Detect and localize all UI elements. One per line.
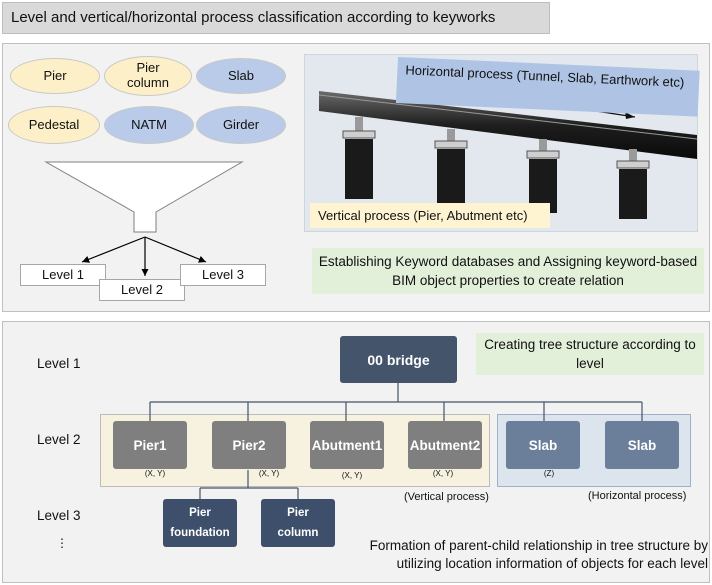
coord-abutment2: (X, Y): [432, 469, 454, 478]
parent-child-note: Formation of parent-child relationship i…: [369, 538, 708, 571]
keyword-pier: Pier: [10, 58, 100, 94]
pier-3: [526, 139, 560, 213]
coord-abutment1: (X, Y): [341, 471, 363, 480]
pier-1: [342, 117, 376, 199]
bridge-deck: [319, 91, 697, 159]
node-pier-column-line1: Pier: [287, 507, 309, 519]
keyword-slab: Slab: [196, 58, 286, 94]
node-pier-column: Pier column: [261, 499, 335, 547]
keyword-natm: NATM: [104, 106, 194, 144]
more-levels-ellipsis: ⋮: [56, 536, 68, 550]
node-pier-foundation: Pier foundation: [163, 499, 237, 547]
coord-pier2: (X, Y): [258, 469, 280, 478]
funnel-shape: [44, 161, 244, 233]
keyword-pier-column: Pier column: [104, 56, 192, 96]
node-slab-2: Slab: [605, 421, 679, 469]
node-abutment2: Abutment2: [408, 421, 482, 469]
keyword-girder: Girder: [196, 106, 286, 144]
arrow-to-level-1: [81, 236, 146, 263]
horizontal-process-caption: (Horizontal process): [588, 490, 687, 502]
tree-connectors: [149, 382, 643, 500]
page-title: Level and vertical/horizontal process cl…: [2, 2, 550, 34]
coord-pier1: (X, Y): [144, 469, 166, 478]
coord-slab: (Z): [543, 469, 555, 478]
vertical-process-caption: (Vertical process): [404, 491, 489, 503]
node-abutment1: Abutment1: [310, 421, 384, 469]
tree-structure-note: Creating tree structure according to lev…: [476, 333, 704, 375]
keyword-pier-column-label: Pier column: [127, 60, 169, 90]
tree-level-1-label: Level 1: [37, 356, 81, 371]
funnel-level-3-box: Level 3: [180, 264, 266, 286]
arrow-to-level-3: [144, 236, 207, 263]
tree-level-3-label: Level 3: [37, 508, 81, 523]
node-slab-1: Slab: [506, 421, 580, 469]
keyword-database-note-text: Establishing Keyword databases and Assig…: [318, 254, 698, 288]
node-pier-foundation-line1: Pier: [189, 507, 211, 519]
funnel-level-1-box: Level 1: [20, 264, 106, 286]
root-node-bridge: 00 bridge: [340, 336, 457, 383]
tree-level-2-label: Level 2: [37, 432, 81, 447]
node-pier1: Pier1: [113, 421, 187, 469]
keyword-database-note: Establishing Keyword databases and Assig…: [312, 248, 704, 294]
node-pier-column-line2: column: [277, 527, 319, 539]
pier-2: [434, 129, 468, 207]
tree-structure-note-text: Creating tree structure according to lev…: [484, 337, 696, 371]
keyword-pedestal: Pedestal: [8, 106, 100, 144]
funnel-level-2-box: Level 2: [99, 279, 185, 301]
funnel-diagram: [44, 161, 244, 276]
node-pier2: Pier2: [212, 421, 286, 469]
vertical-process-label: Vertical process (Pier, Abutment etc): [310, 203, 550, 228]
pier-4: [616, 149, 650, 219]
node-pier-foundation-line2: foundation: [170, 527, 230, 539]
